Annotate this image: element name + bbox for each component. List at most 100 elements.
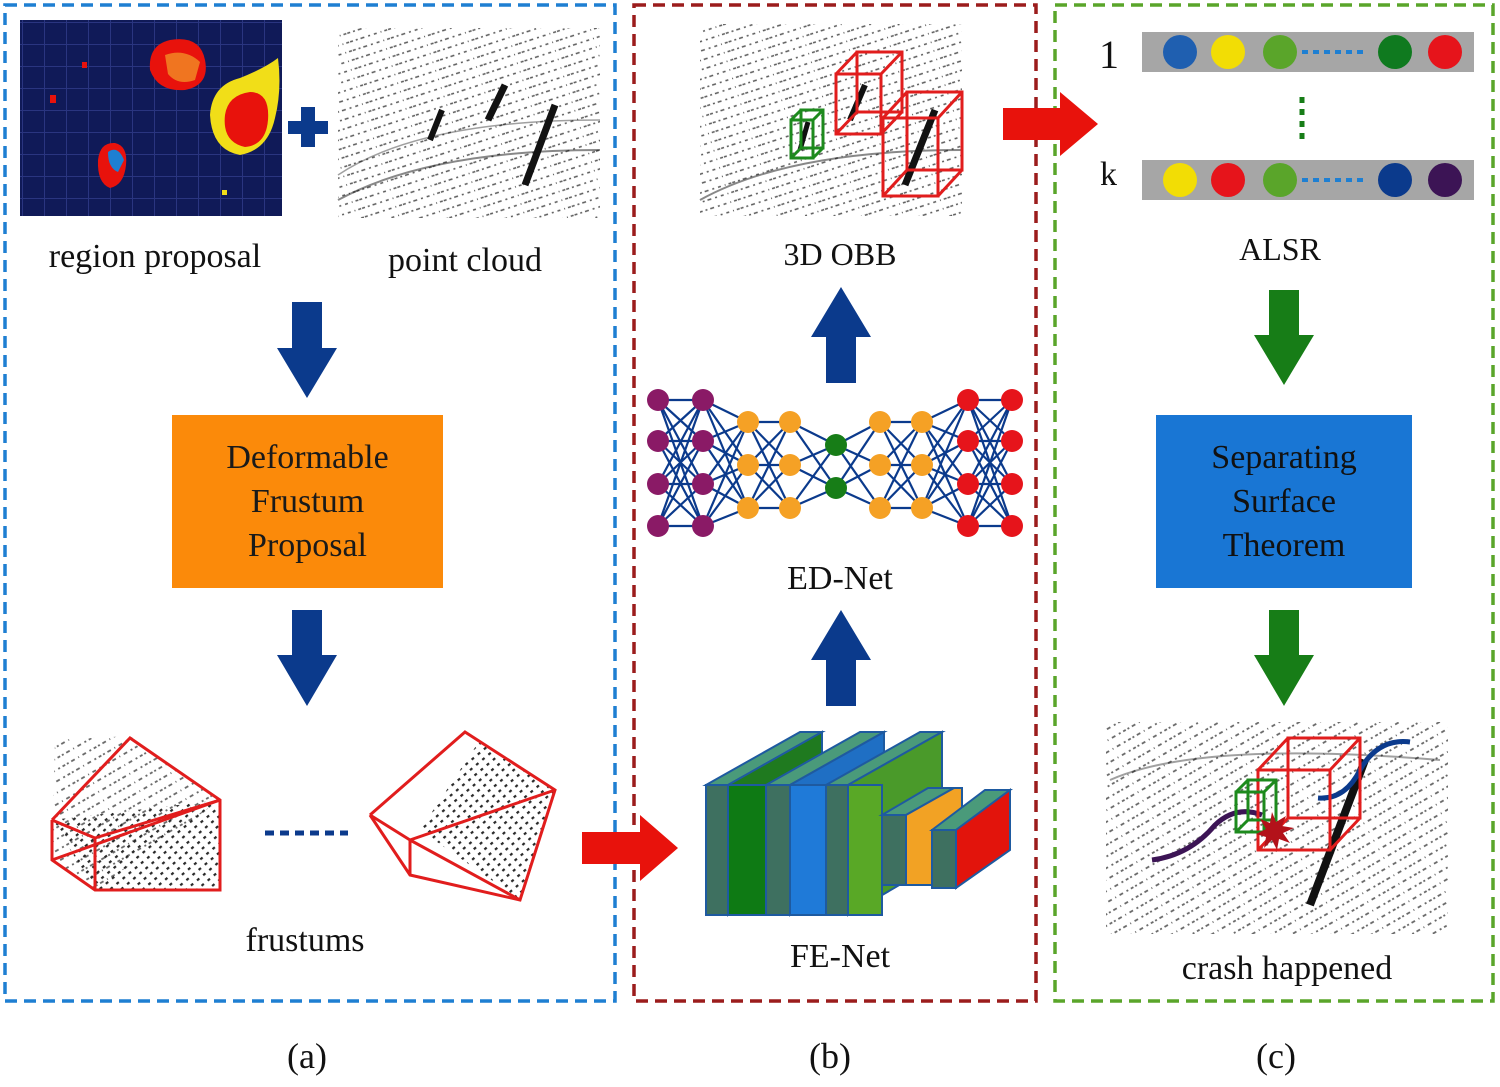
fe-net-blocks [702,730,1014,917]
alsr-row-first [1142,32,1474,72]
point-cloud-image [337,28,601,218]
deformable-frustum-proposal-box: Deformable Frustum Proposal [172,415,443,588]
fe-net-label: FE-Net [789,938,891,975]
caption-b: (b) [809,1036,851,1076]
alsr-row-last-dot-4 [1378,163,1412,197]
box-c-line-1: Separating [1211,438,1357,476]
frustum-left [50,736,222,892]
panel-a-border [3,3,617,1003]
ed-net-node-l9-n4 [1001,515,1023,537]
region-proposal-image [20,20,282,216]
ed-net-node-l6-n3 [869,497,891,519]
ed-net-node-l2-n2 [692,430,714,452]
alsr-row-first-dot-2 [1211,35,1245,69]
ed-net-edge [879,421,923,509]
ed-net-edge [657,399,704,485]
ed-net-edge [747,421,791,509]
ed-net-edge [702,464,749,527]
ed-net-edge [920,399,970,509]
separating-surface-theorem-box: Separating Surface Theorem [1156,415,1412,588]
ed-net-node-l7-n2 [911,454,933,476]
arrow-down-c1 [1254,290,1314,385]
ed-net-node-l2-n3 [692,473,714,495]
ed-net-edge [921,440,969,509]
ed-net-node-l5-n1 [825,434,847,456]
ed-net-edge [701,421,750,527]
ed-net-node-l1-n3 [647,473,669,495]
point-cloud-label: point cloud [388,242,542,279]
ed-net-node-l8-n1 [957,389,979,411]
ed-net-node-l3-n2 [737,454,759,476]
ed-net-edge [657,440,704,527]
ed-net-node-l8-n2 [957,430,979,452]
ed-net-node-l6-n2 [869,454,891,476]
ed-net-node-l1-n2 [647,430,669,452]
panel-b-border [632,3,1038,1003]
caption-a: (a) [287,1036,327,1076]
box-a-line-3: Proposal [248,526,367,564]
ed-net-node-l7-n3 [911,497,933,519]
obb-point-cloud-image [699,24,963,216]
ed-net-node-l2-n4 [692,515,714,537]
crash-burst-icon [1256,812,1294,850]
frustums-label: frustums [245,922,365,959]
box-a-line-1: Deformable [226,438,389,476]
region-proposal-label: region proposal [48,238,262,275]
ed-net-edge [967,440,1013,527]
ed-net-edge [967,399,1013,485]
box-c-line-3: Theorem [1222,526,1346,564]
ed-net-edge [789,444,837,509]
ed-net-node-l1-n1 [647,389,669,411]
ed-net-edge [835,421,881,489]
alsr-row-first-label: 1 [1099,32,1119,77]
arrow-down-a1 [277,302,337,398]
alsr-row-last [1142,160,1474,200]
ed-net-node-l9-n1 [1001,389,1023,411]
ed-net-edge [966,399,1014,527]
alsr-row-first-dot-3 [1263,35,1297,69]
ed-net-graph [647,389,1023,537]
plus-sign [288,107,328,147]
alsr-label: ALSR [1239,231,1321,267]
alsr-row-last-dot-3 [1263,163,1297,197]
arrow-up-b1 [811,287,871,383]
obb-label: 3D OBB [783,236,897,272]
ed-net-node-l8-n3 [957,473,979,495]
ed-net-node-l4-n1 [779,411,801,433]
obb-box-red-2 [881,90,964,198]
alsr-row-last-label: k [1100,156,1117,193]
ed-net-node-l8-n4 [957,515,979,537]
ed-net-node-l3-n1 [737,411,759,433]
box-a-line-2: Frustum [250,482,365,520]
ed-net-label: ED-Net [787,560,893,597]
alsr-row-last-dot-1 [1163,163,1197,197]
ed-net-node-l9-n2 [1001,430,1023,452]
ed-net-node-l3-n3 [737,497,759,519]
alsr-row-first-dot-1 [1163,35,1197,69]
ed-net-node-l4-n2 [779,454,801,476]
alsr-row-last-dot-5 [1428,163,1462,197]
alsr-row-first-dot-4 [1378,35,1412,69]
alsr-row-first-dot-5 [1428,35,1462,69]
caption-c: (c) [1256,1036,1296,1076]
arrow-up-b2 [811,610,871,706]
panel-c-border [1053,3,1495,1003]
arrow-down-a2 [277,610,337,706]
ed-net-node-l5-n2 [825,477,847,499]
ed-net-node-l9-n3 [1001,473,1023,495]
ed-net-node-l4-n3 [779,497,801,519]
ed-net-node-l7-n1 [911,411,933,433]
obb-box-green [789,108,825,160]
arrow-right-ab [582,815,678,881]
box-c-line-2: Surface [1232,482,1336,520]
ed-net-edge [921,399,969,466]
ed-net-edge [702,421,749,485]
ed-net-node-l6-n1 [869,411,891,433]
ed-net-edge [656,399,705,527]
ed-net-node-l2-n1 [692,389,714,411]
frustum-right [368,730,557,902]
arrow-right-bc [1003,92,1098,156]
alsr-row-last-dot-2 [1211,163,1245,197]
arrow-down-c2 [1254,610,1314,706]
